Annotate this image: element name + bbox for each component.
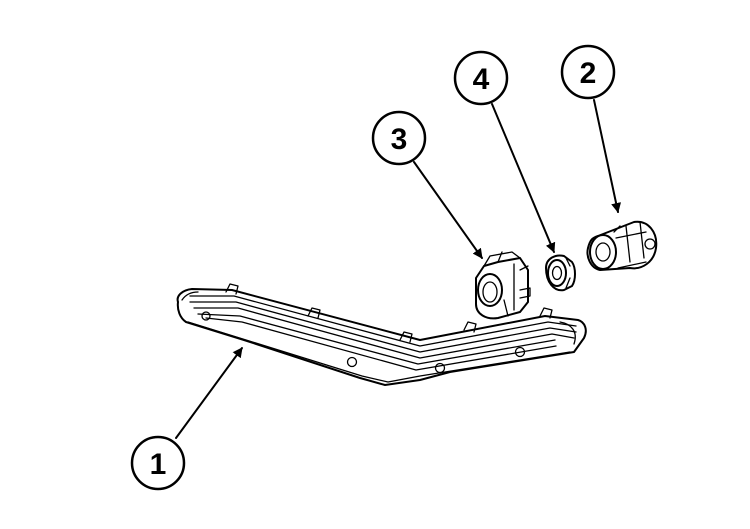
part-1-rail [176, 283, 587, 386]
arrow-4 [491, 103, 556, 253]
callout-1-label: 1 [150, 448, 167, 481]
arrow-2 [593, 99, 622, 213]
callout-2: 2 [560, 44, 616, 100]
arrow-3 [413, 161, 483, 259]
arrow-1 [175, 347, 243, 439]
leader-arrows [175, 99, 622, 439]
callout-3-label: 3 [391, 123, 408, 156]
callout-2-label: 2 [580, 57, 597, 90]
callout-4: 4 [453, 50, 509, 106]
part-3-bushing [475, 251, 531, 320]
callout-3: 3 [371, 110, 427, 166]
part-2-cylinder [586, 220, 658, 271]
callout-1: 1 [130, 435, 186, 491]
part-4-grommet [545, 254, 576, 292]
callout-4-label: 4 [473, 63, 490, 96]
